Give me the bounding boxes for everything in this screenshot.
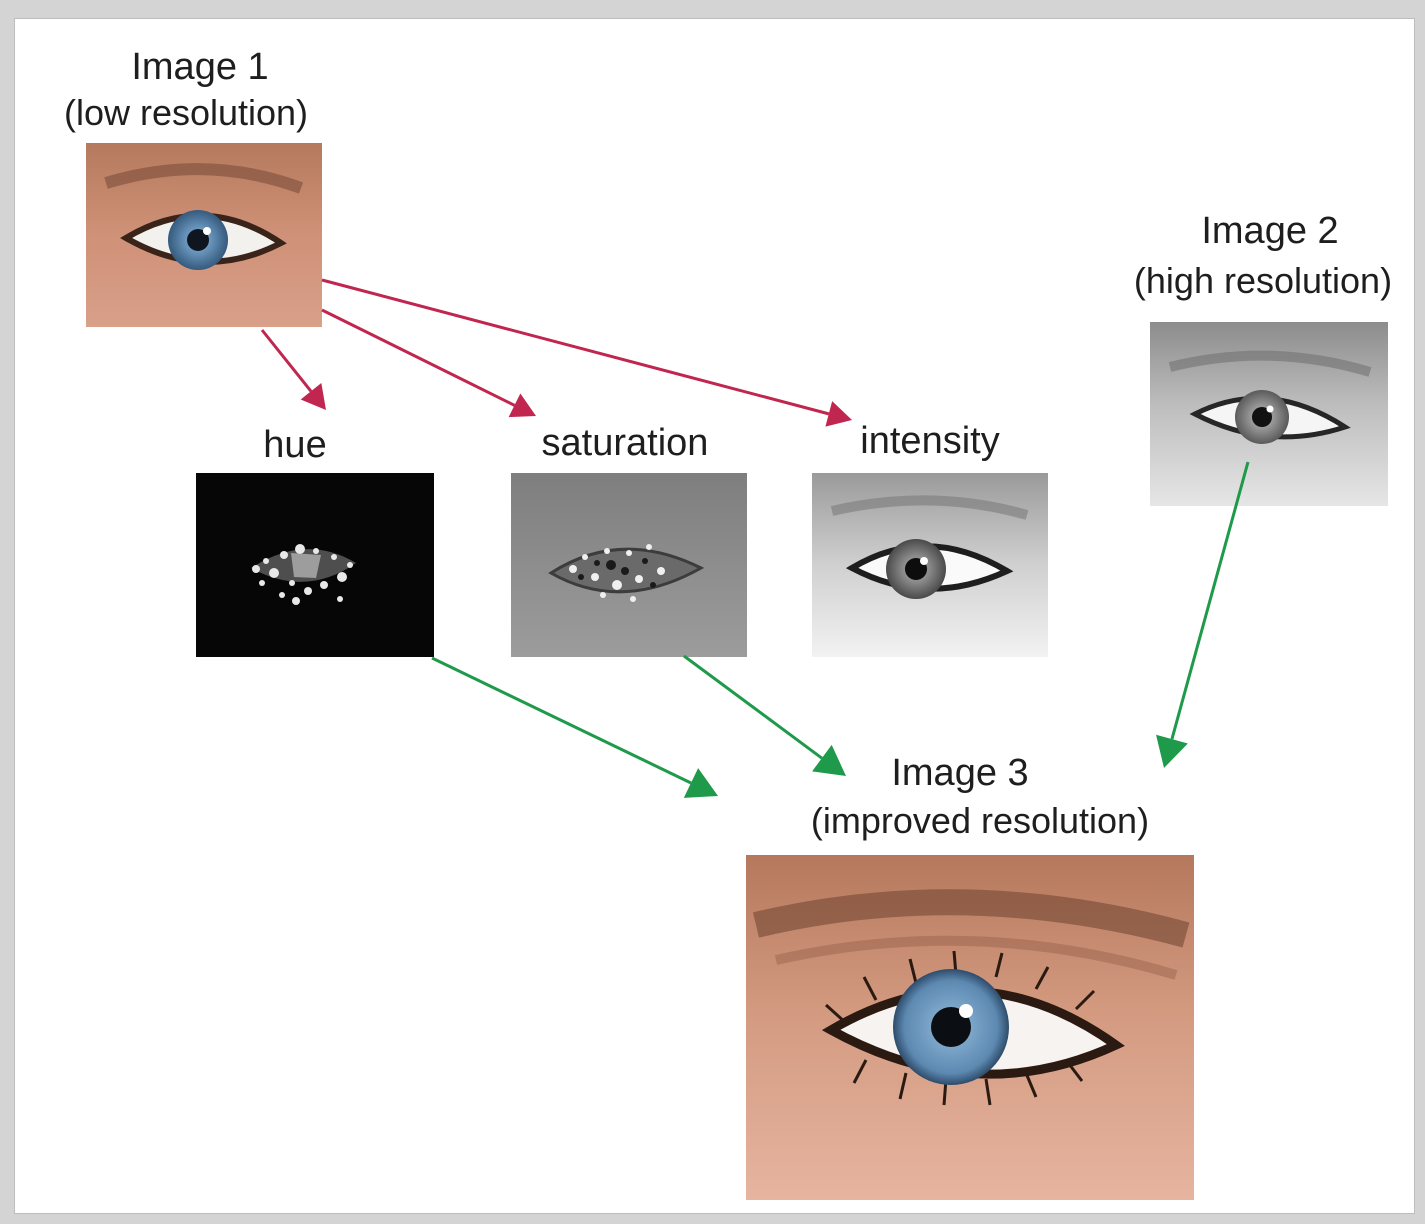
intensity-channel-image: [812, 473, 1048, 657]
image3-improved-resolution-eye: [746, 855, 1194, 1200]
intensity-label: intensity: [820, 418, 1040, 464]
image1-low-resolution-eye: [86, 143, 322, 327]
image2-title: Image 2: [1130, 208, 1410, 254]
image2-subtitle: (high resolution): [1108, 258, 1418, 304]
image2-high-resolution-eye: [1150, 322, 1388, 506]
image1-subtitle: (low resolution): [36, 90, 336, 136]
saturation-channel-image: [511, 473, 747, 657]
hue-label: hue: [200, 422, 390, 468]
image1-title: Image 1: [60, 44, 340, 90]
image3-subtitle: (improved resolution): [780, 798, 1180, 844]
hue-channel-image: [196, 473, 434, 657]
image3-title: Image 3: [830, 750, 1090, 796]
saturation-label: saturation: [510, 420, 740, 466]
